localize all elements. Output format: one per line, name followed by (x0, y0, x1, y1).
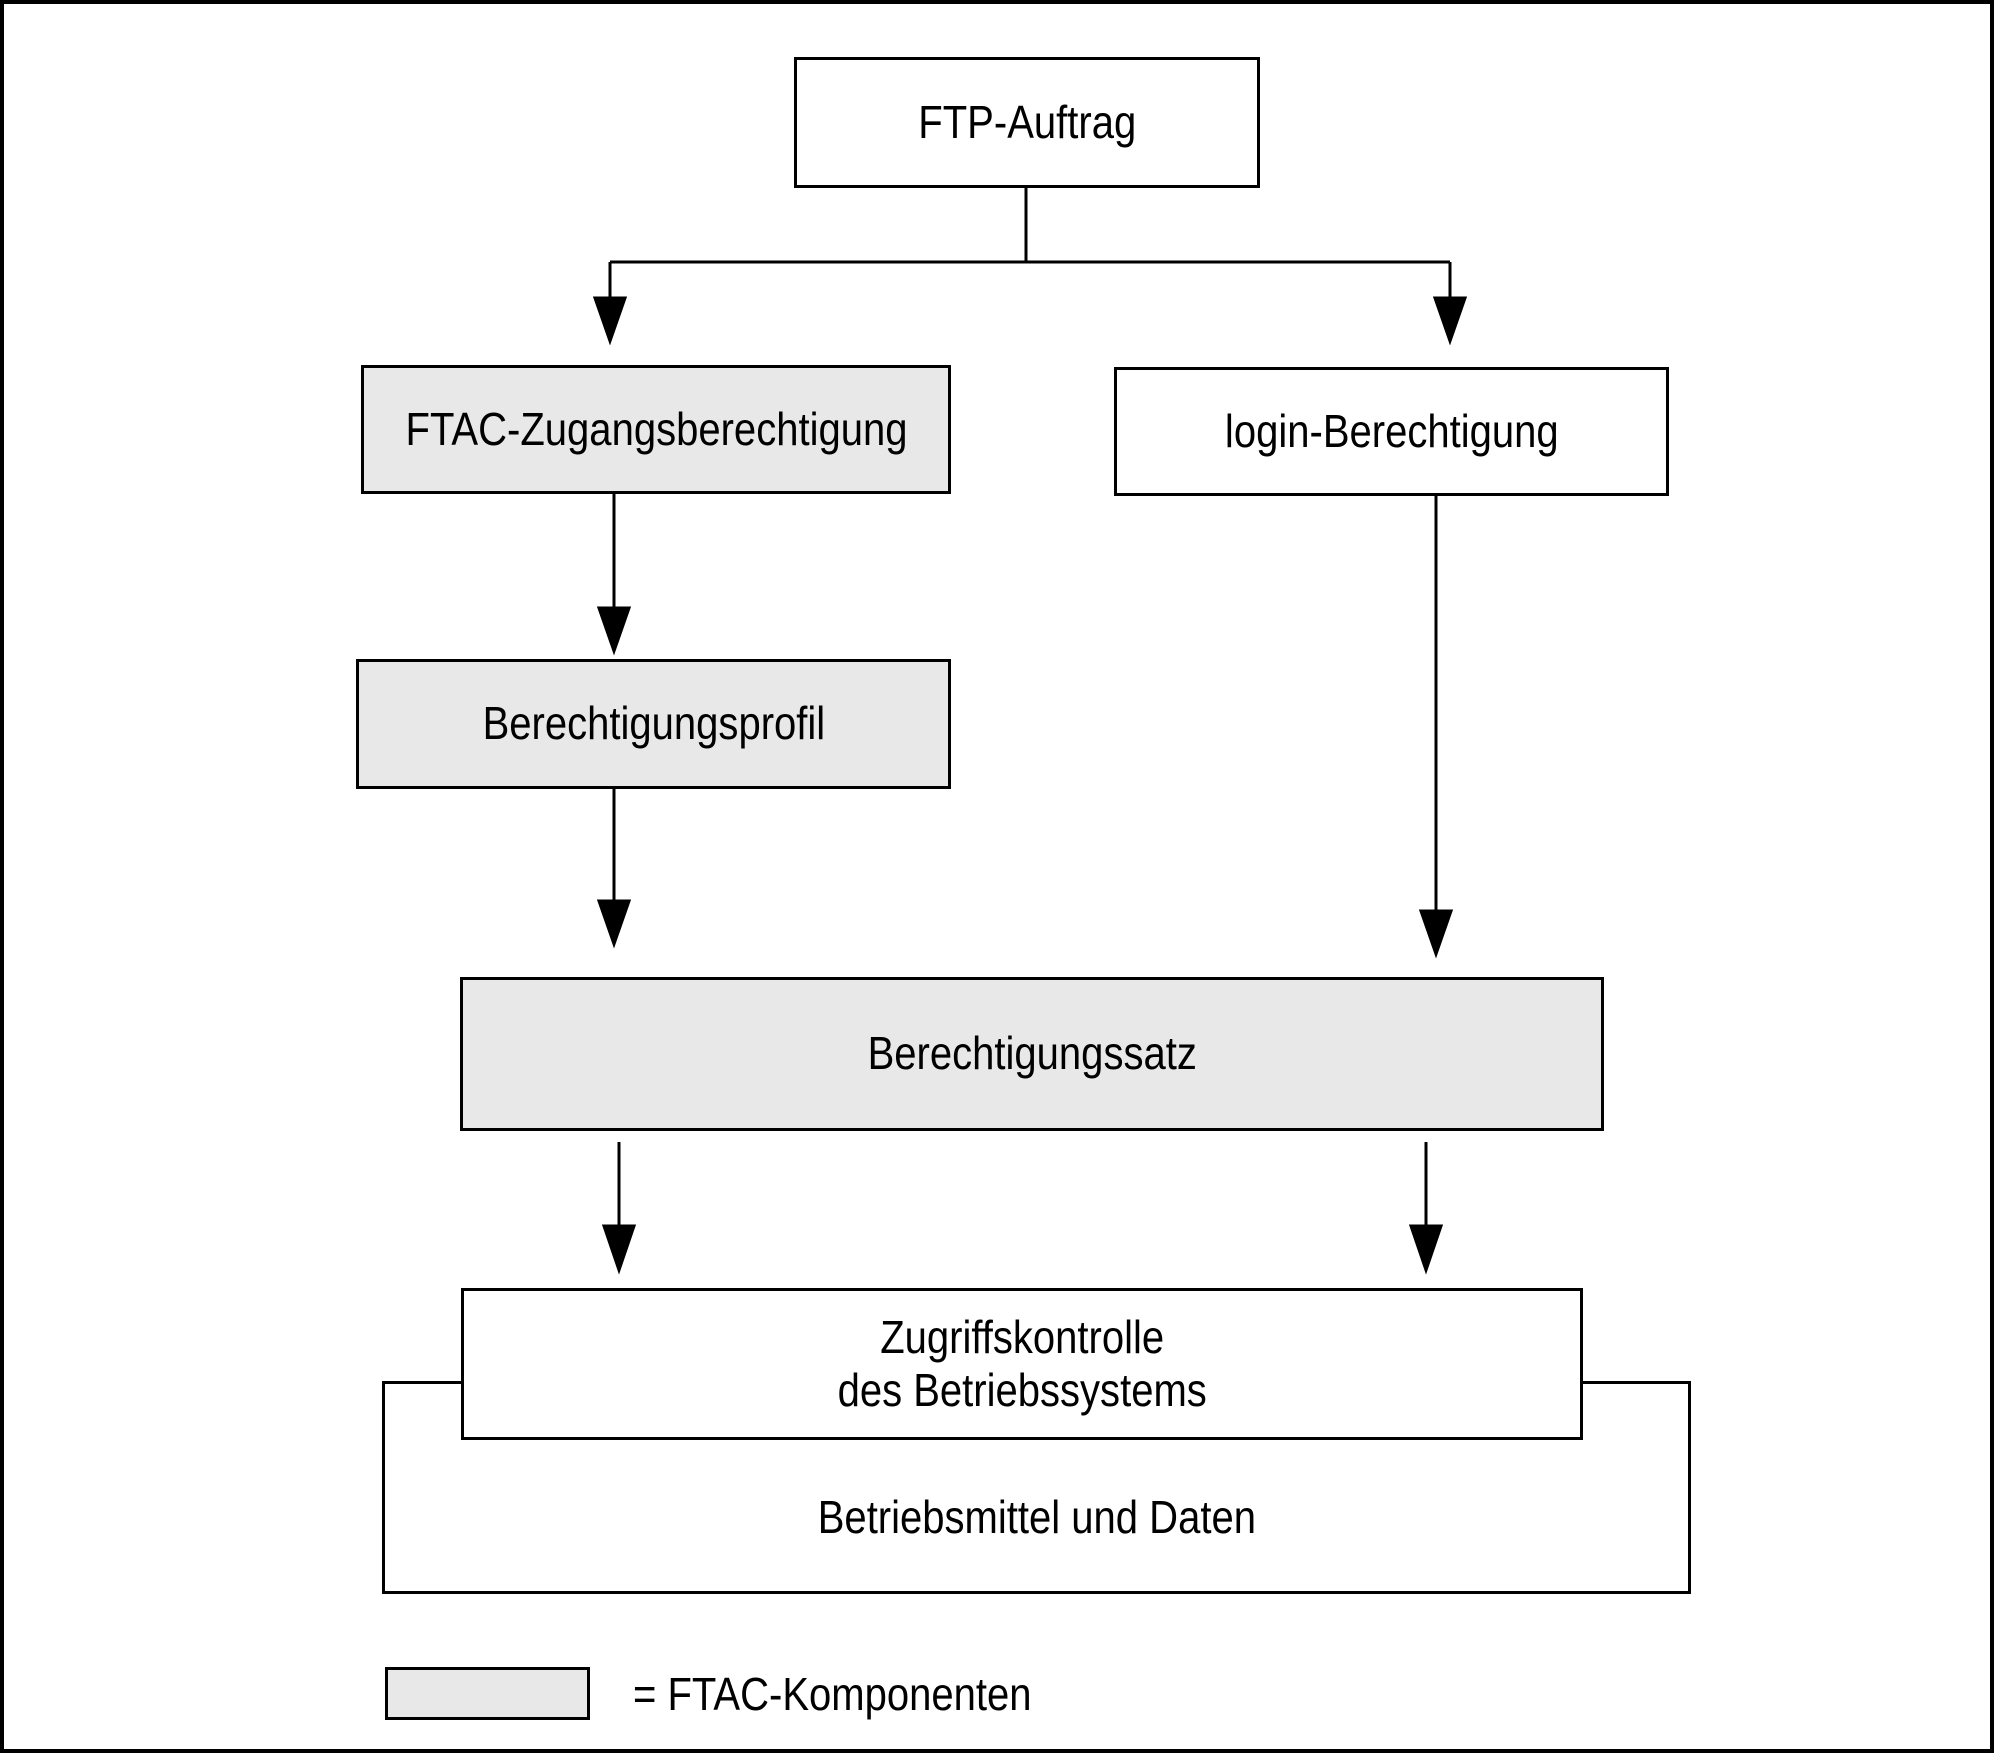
node-zugriffskontrolle: Zugriffskontrolle des Betriebssystems (461, 1288, 1583, 1440)
legend-ftac-swatch (385, 1667, 590, 1720)
node-label: Betriebsmittel und Daten (817, 1490, 1256, 1543)
arrowhead-down-icon (1418, 909, 1454, 959)
edge-satz-to-zugriff-left (601, 1142, 637, 1275)
arrowhead-down-icon (596, 899, 632, 949)
node-label: FTAC-Zugangsberechtigung (405, 402, 907, 455)
legend-label: = FTAC-Komponenten (633, 1667, 1032, 1720)
arrowhead-down-icon (596, 606, 632, 656)
node-ftp-auftrag: FTP-Auftrag (794, 57, 1260, 188)
node-berechtigungssatz: Berechtigungssatz (460, 977, 1604, 1131)
node-berechtigungsprofil: Berechtigungsprofil (356, 659, 951, 789)
node-label: login-Berechtigung (1224, 404, 1559, 457)
arrowhead-down-icon (601, 1224, 637, 1275)
node-label: FTP-Auftrag (918, 95, 1136, 148)
edge-profil-to-satz (596, 789, 632, 949)
node-login-berechtigung: login-Berechtigung (1114, 367, 1669, 496)
arrowhead-down-icon (1432, 296, 1468, 346)
arrowhead-down-icon (1408, 1224, 1444, 1275)
edge-satz-to-zugriff-right (1408, 1142, 1444, 1275)
edge-ftac-zugang-to-profil (596, 494, 632, 656)
node-label: Berechtigungsprofil (482, 697, 825, 750)
arrowhead-down-icon (592, 296, 628, 346)
edge-ftp-to-ftac-zugang-and-login (592, 188, 1468, 346)
node-ftac-zugangsberechtigung: FTAC-Zugangsberechtigung (361, 365, 951, 494)
node-label: Zugriffskontrolle des Betriebssystems (837, 1310, 1207, 1416)
edge-login-to-satz (1418, 496, 1454, 959)
node-label: Berechtigungssatz (867, 1027, 1197, 1080)
